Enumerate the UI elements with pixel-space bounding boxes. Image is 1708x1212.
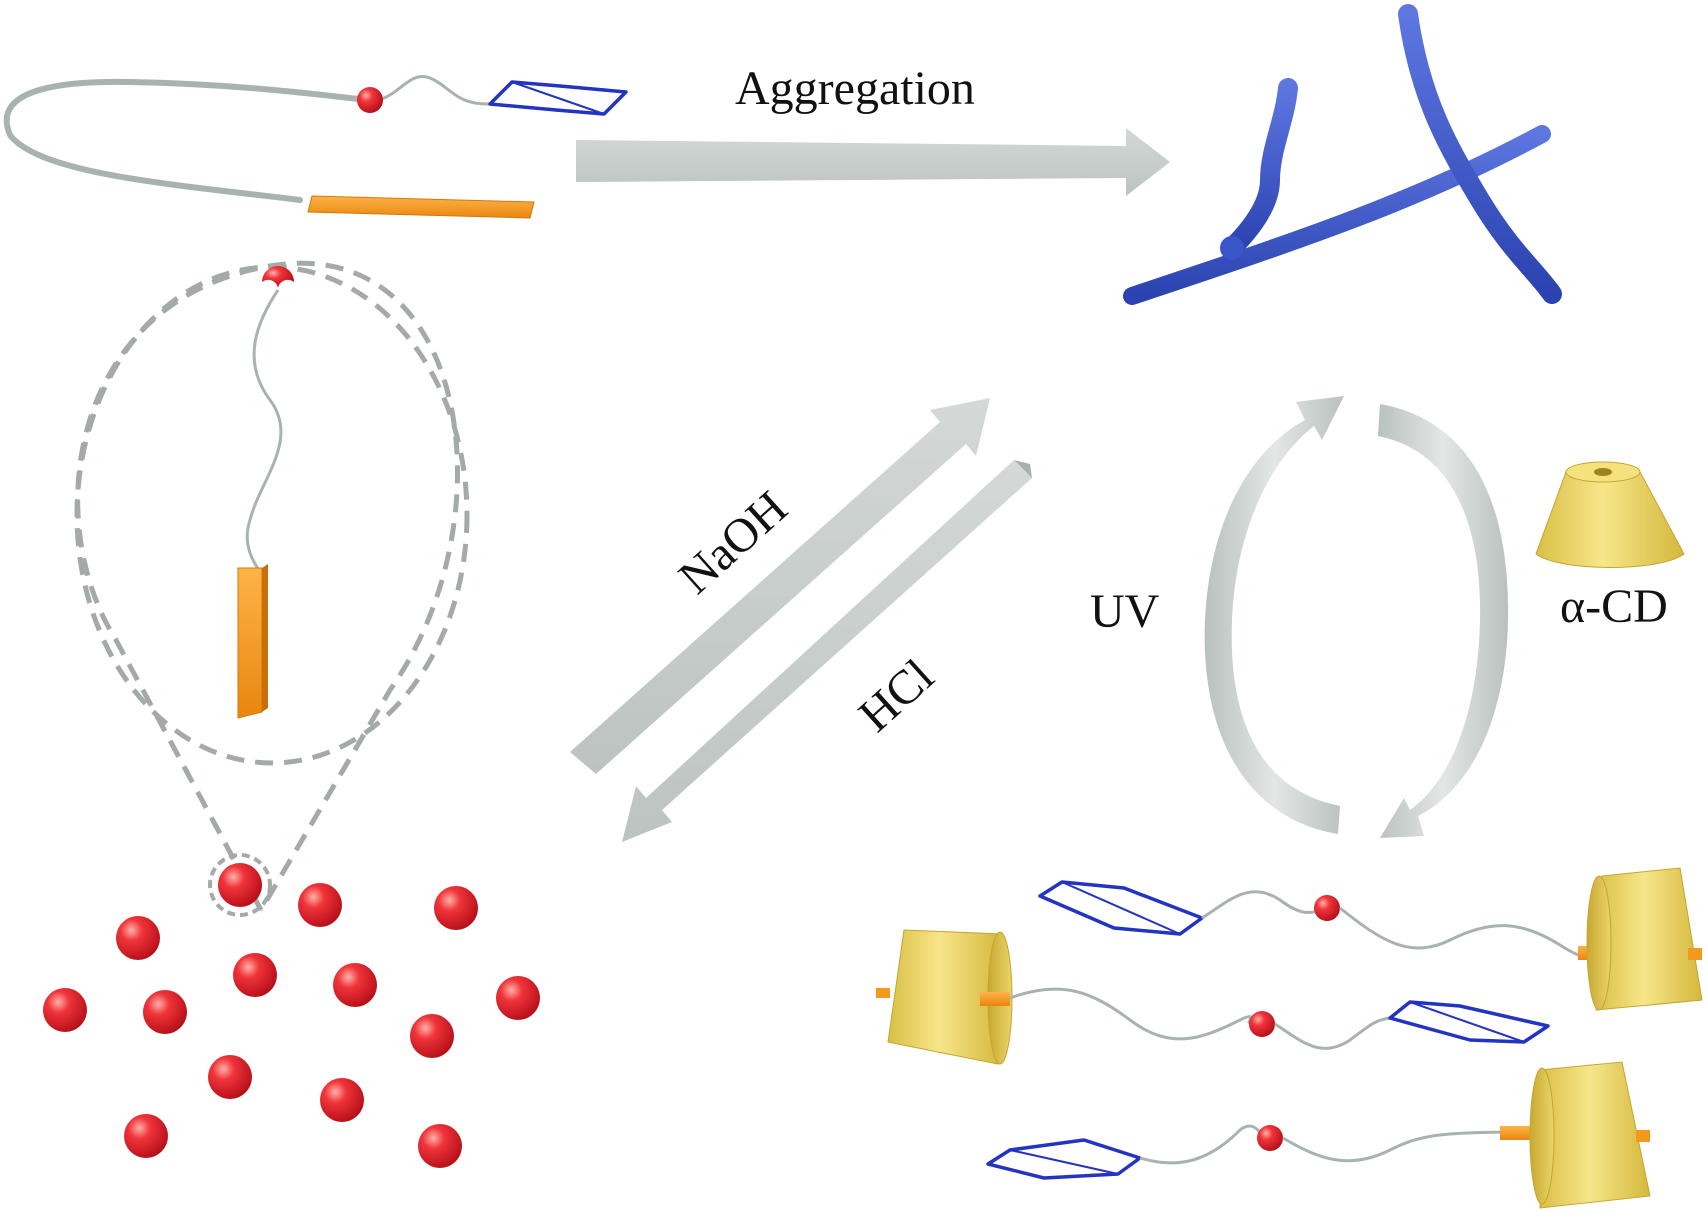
azobenzene-bond (1009, 1149, 1119, 1175)
molecule-chain (1139, 1124, 1261, 1165)
cyclodextrin-cup-icon (1529, 1061, 1651, 1209)
azobenzene-bond (1409, 1001, 1525, 1043)
dashed-selection-circle (208, 853, 272, 917)
micelle-spheres (43, 863, 540, 1168)
host-guest-complex-3 (986, 1061, 1651, 1209)
molecule-chain (1201, 890, 1327, 920)
red-sphere-icon (116, 916, 160, 960)
blue-fiber-icon (1123, 4, 1562, 305)
red-sphere-icon (124, 1114, 168, 1158)
orange-rod (1500, 1126, 1530, 1140)
cyclodextrin-cup-icon (1535, 461, 1685, 568)
red-sphere-icon (410, 1014, 454, 1058)
molecule-chain (1282, 1130, 1525, 1163)
red-sphere-icon (434, 886, 478, 930)
red-sphere-icon (418, 1124, 462, 1168)
cd-cycle-arrow-right (1378, 404, 1509, 838)
red-sphere-icon (1257, 1125, 1283, 1151)
molecule-chain-spacer (377, 74, 491, 106)
molecule-chain (245, 289, 283, 576)
magnified-molecule-bubble (74, 261, 470, 917)
host-guest-complex-1 (1038, 867, 1703, 1011)
molecule-chain (3, 78, 371, 203)
red-sphere-icon (298, 883, 342, 927)
azobenzene-hexagon-icon (986, 1138, 1142, 1180)
hcl-label: HCl (849, 649, 944, 742)
red-sphere-icon (233, 953, 277, 997)
molecule-chain (1274, 1016, 1391, 1050)
uv-cycle-arrow-left (1204, 396, 1344, 834)
aggregation-arrow (576, 128, 1170, 196)
red-sphere-icon (208, 1055, 252, 1099)
molecule-chain (1009, 987, 1253, 1041)
red-sphere-icon (1314, 895, 1340, 921)
uv-label: UV (1090, 585, 1160, 638)
azobenzene-bond (511, 81, 605, 115)
dashed-bubble-inner (74, 264, 470, 766)
orange-rod (307, 195, 535, 219)
aggregation-label: Aggregation (735, 62, 975, 115)
red-sphere-icon (143, 990, 187, 1034)
red-sphere-icon (496, 976, 540, 1020)
alpha-cd-label: α-CD (1560, 580, 1668, 633)
molecule-chain (1339, 906, 1603, 959)
red-sphere-icon (43, 988, 87, 1032)
hcl-arrow (622, 460, 1032, 842)
red-sphere-icon (357, 87, 383, 113)
amphiphile-molecule-top (3, 74, 628, 219)
orange-rod (237, 567, 263, 719)
red-sphere-icon (333, 963, 377, 1007)
orange-rod (980, 992, 1010, 1006)
naoh-arrow (570, 398, 990, 774)
host-guest-complex-2 (876, 929, 1550, 1065)
cyclodextrin-cup-icon (1586, 867, 1703, 1011)
red-sphere-icon (262, 266, 294, 288)
orange-rod-side (262, 564, 268, 712)
red-sphere-icon (1249, 1011, 1275, 1037)
azobenzene-bond (1061, 881, 1181, 935)
red-sphere-icon (218, 863, 262, 907)
red-sphere-icon (320, 1078, 364, 1122)
